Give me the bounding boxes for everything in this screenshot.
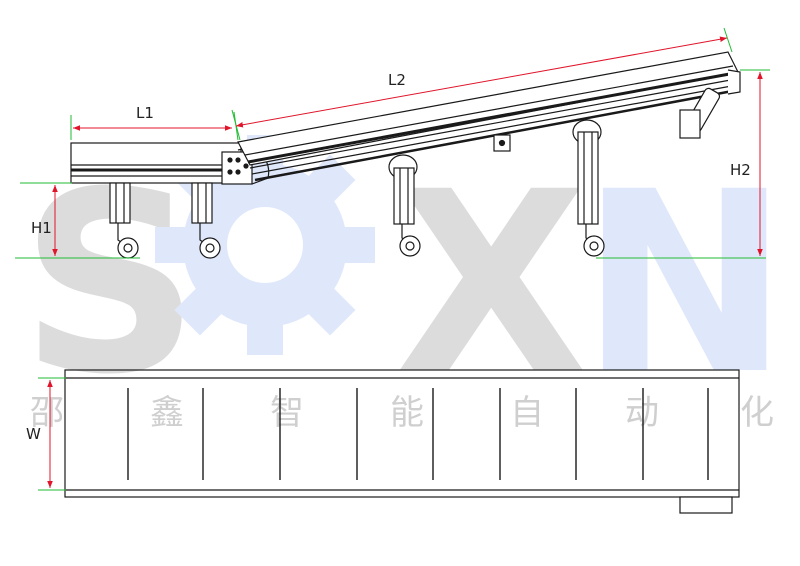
dimensions-top: W bbox=[26, 377, 66, 491]
dimensions-side: L1 L2 H1 H2 bbox=[15, 27, 770, 259]
watermark-cn-0: 邵 bbox=[30, 393, 64, 433]
watermark-cn-5: 动 bbox=[625, 393, 659, 433]
watermark-cn-4: 自 bbox=[510, 393, 544, 433]
dim-label-w: W bbox=[26, 425, 41, 443]
belt-cleats bbox=[127, 388, 709, 480]
motor-top-view bbox=[679, 496, 733, 514]
dim-label-l1: L1 bbox=[136, 104, 154, 122]
top-view bbox=[64, 369, 740, 514]
watermark-cn-2: 智 bbox=[270, 393, 304, 433]
watermark-cn-6: 化 bbox=[740, 393, 774, 433]
watermark-letter-n: N bbox=[580, 138, 789, 429]
dim-line-l2 bbox=[235, 36, 728, 128]
dim-label-h1: H1 bbox=[31, 219, 52, 237]
dim-label-l2: L2 bbox=[388, 71, 406, 89]
leg-2 bbox=[191, 182, 221, 259]
watermark-cn-1: 鑫 bbox=[150, 393, 184, 433]
dim-label-h2: H2 bbox=[730, 161, 751, 179]
leg-3 bbox=[388, 154, 421, 257]
leg-1 bbox=[109, 182, 139, 259]
watermark: S X N 邵 鑫 智 能 自 动 化 bbox=[20, 135, 789, 433]
horizontal-section bbox=[70, 142, 242, 184]
watermark-cn-3: 能 bbox=[390, 393, 424, 433]
watermark-letter-x: X bbox=[395, 138, 588, 429]
